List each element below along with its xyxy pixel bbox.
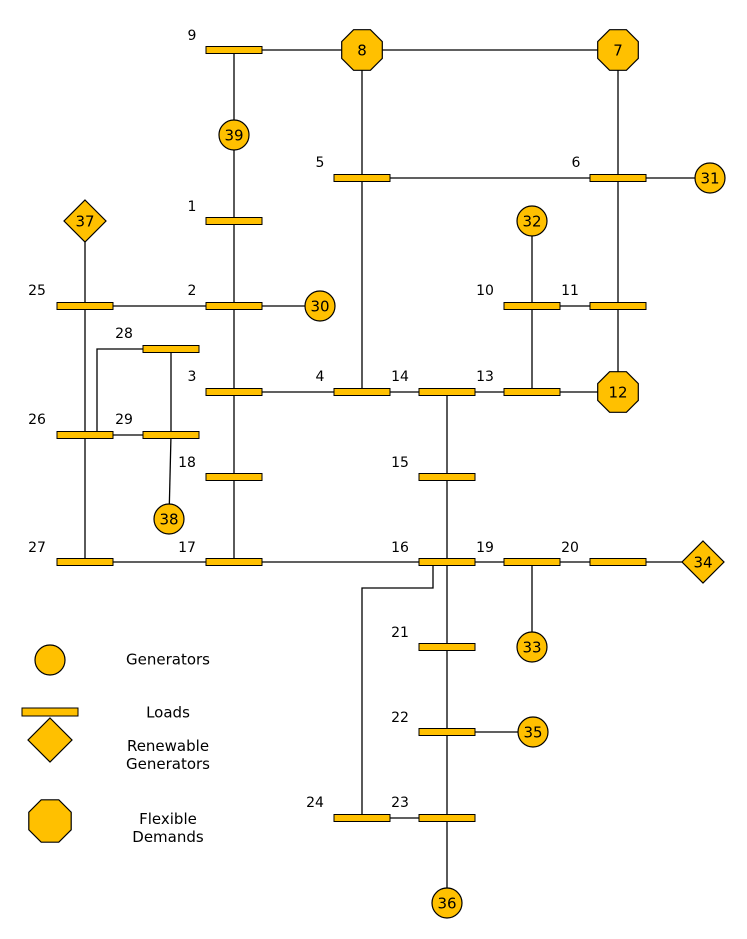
bus-13-label: 13: [476, 369, 494, 385]
bus-10: [503, 302, 561, 310]
bus-11-label: 11: [561, 283, 579, 299]
bus-1-label: 1: [188, 199, 197, 215]
legend-renewable-generator-symbol: [27, 717, 73, 763]
generator-35-label: 35: [523, 724, 542, 742]
bus-28-label: 28: [115, 326, 133, 342]
bus-11: [589, 302, 647, 310]
bus-26-label: 26: [28, 412, 46, 428]
generator-39: [218, 119, 250, 151]
bus-13: [503, 388, 561, 396]
bus-25: [56, 302, 114, 310]
bus-9-label: 9: [188, 28, 197, 44]
generator-31-label: 31: [700, 170, 719, 188]
legend-renewable-generator-label-line: Renewable: [127, 737, 209, 755]
bus-28: [142, 345, 200, 353]
flexible-demand-8: [341, 29, 383, 71]
legend-renewable-generator-label-line: Generators: [126, 755, 210, 773]
bus-22-label: 22: [391, 710, 409, 726]
flexible-demand-12-label: 12: [608, 384, 627, 402]
bus-3: [205, 388, 263, 396]
bus-15: [418, 473, 476, 481]
bus-16: [418, 558, 476, 566]
bus-27: [56, 558, 114, 566]
bus-3-label: 3: [188, 369, 197, 385]
generator-30: [304, 290, 336, 322]
generator-33-label: 33: [522, 639, 541, 657]
generator-33: [516, 631, 548, 663]
line-16-24: [361, 562, 434, 818]
bus-29: [142, 431, 200, 439]
bus-29-label: 29: [115, 412, 133, 428]
bus-15-label: 15: [391, 455, 409, 471]
generator-31: [694, 162, 726, 194]
legend-flexible-demand-symbol: [28, 799, 72, 843]
legend-generator-label: Generators: [126, 651, 210, 669]
bus-6: [589, 174, 647, 182]
bus-14: [418, 388, 476, 396]
bus-17-label: 17: [178, 540, 196, 556]
bus-24-label: 24: [306, 795, 324, 811]
renewable-generator-37: [63, 199, 107, 243]
bus-4-label: 4: [316, 369, 325, 385]
bus-21-label: 21: [391, 625, 409, 641]
generator-32: [516, 205, 548, 237]
bus-4: [333, 388, 391, 396]
bus-18: [205, 473, 263, 481]
bus-19: [503, 558, 561, 566]
bus-2-label: 2: [188, 283, 197, 299]
bus-5: [333, 174, 391, 182]
generator-39-label: 39: [224, 127, 243, 145]
line-26-28: [96, 348, 143, 435]
bus-6-label: 6: [572, 155, 581, 171]
renewable-generator-37-label: 37: [75, 213, 94, 231]
bus-27-label: 27: [28, 540, 46, 556]
bus-22: [418, 728, 476, 736]
bus-26: [56, 431, 114, 439]
generator-32-label: 32: [522, 213, 541, 231]
flexible-demand-7: [597, 29, 639, 71]
legend-flexible-demand-label-line: Demands: [132, 828, 204, 846]
legend-load-symbol: [21, 707, 79, 717]
flexible-demand-8-label: 8: [357, 42, 367, 60]
bus-23: [418, 814, 476, 822]
bus-5-label: 5: [316, 155, 325, 171]
flexible-demand-12: [597, 371, 639, 413]
generator-35: [517, 716, 549, 748]
legend-load-label: Loads: [146, 704, 190, 722]
bus-21: [418, 643, 476, 651]
flexible-demand-7-label: 7: [613, 42, 623, 60]
generator-38: [153, 503, 185, 535]
bus-20-label: 20: [561, 540, 579, 556]
bus-14-label: 14: [391, 369, 409, 385]
bus-20: [589, 558, 647, 566]
bus-25-label: 25: [28, 283, 46, 299]
bus-9: [205, 46, 263, 54]
bus-24: [333, 814, 391, 822]
bus-1: [205, 217, 263, 225]
bus-17: [205, 558, 263, 566]
bus-10-label: 10: [476, 283, 494, 299]
legend-generator-symbol: [34, 644, 66, 676]
bus-23-label: 23: [391, 795, 409, 811]
bus-2: [205, 302, 263, 310]
renewable-generator-34: [681, 540, 725, 584]
bus-16-label: 16: [391, 540, 409, 556]
generator-36: [431, 887, 463, 919]
bus-18-label: 18: [178, 455, 196, 471]
generator-38-label: 38: [159, 511, 178, 529]
generator-30-label: 30: [310, 298, 329, 316]
legend-flexible-demand-label-line: Flexible: [139, 810, 197, 828]
renewable-generator-34-label: 34: [693, 554, 712, 572]
generator-36-label: 36: [437, 895, 456, 913]
bus-19-label: 19: [476, 540, 494, 556]
